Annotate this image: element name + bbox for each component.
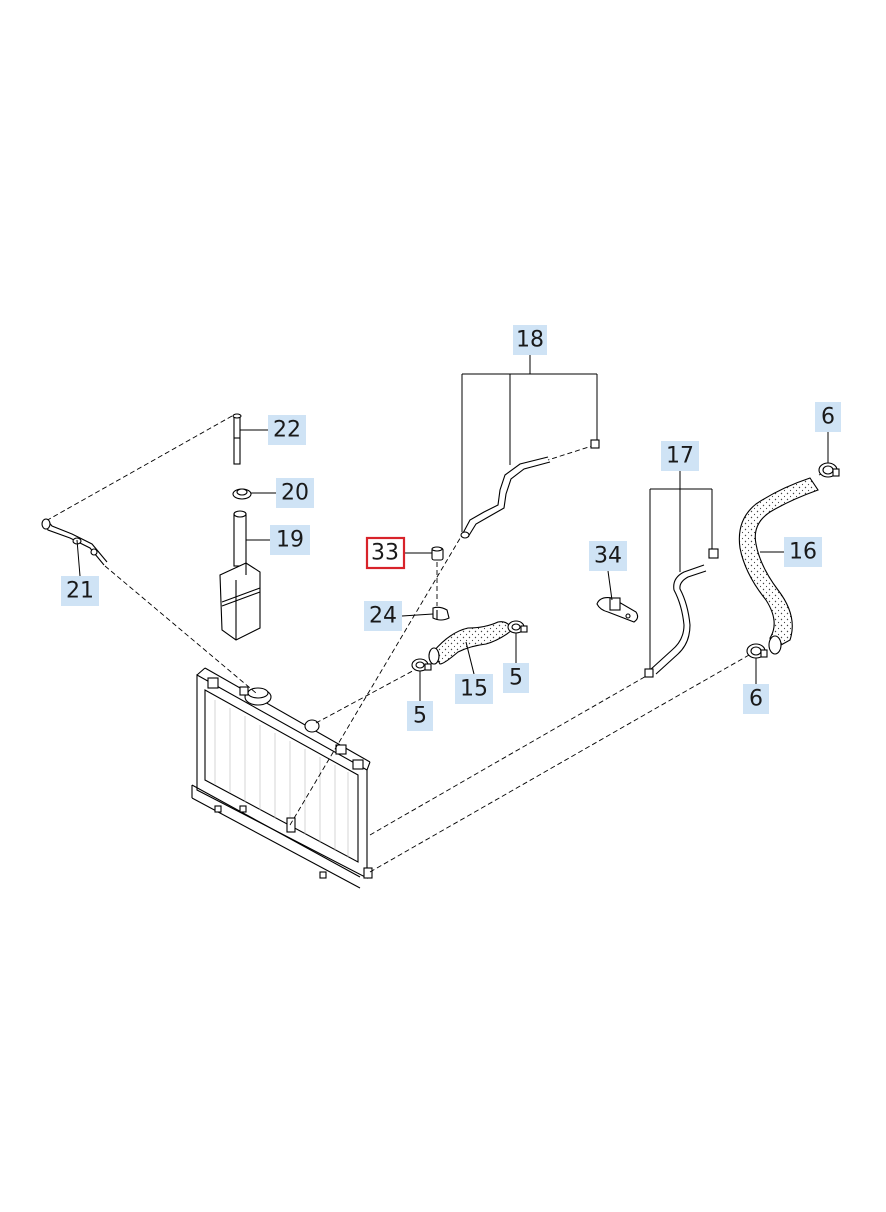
bypass-hose bbox=[460, 439, 600, 539]
reservoir-cap bbox=[232, 488, 252, 500]
leader-lines bbox=[76, 355, 829, 701]
callout-18[interactable]: 18 bbox=[513, 325, 547, 355]
callout-24-label: 24 bbox=[369, 604, 397, 629]
callout-34-label: 34 bbox=[594, 544, 622, 569]
coolant-reservoir bbox=[219, 510, 261, 641]
callout-20[interactable]: 20 bbox=[276, 478, 314, 508]
callout-22[interactable]: 22 bbox=[268, 415, 306, 445]
heater-hose bbox=[644, 548, 719, 678]
callout-6a[interactable]: 6 bbox=[815, 402, 841, 432]
upper-radiator-hose bbox=[428, 621, 513, 665]
callout-33[interactable]: 33 bbox=[365, 536, 406, 570]
callout-17[interactable]: 17 bbox=[661, 441, 699, 471]
callout-16[interactable]: 16 bbox=[784, 537, 822, 567]
callout-20-label: 20 bbox=[281, 481, 309, 506]
callout-6b[interactable]: 6 bbox=[743, 684, 769, 714]
callout-33-label: 33 bbox=[371, 541, 399, 566]
callout-21[interactable]: 21 bbox=[61, 576, 99, 606]
connection-lines bbox=[43, 415, 831, 873]
callout-6b-label: 6 bbox=[749, 687, 763, 712]
callout-19-label: 19 bbox=[276, 528, 304, 553]
callout-34[interactable]: 34 bbox=[589, 541, 627, 571]
callout-21-label: 21 bbox=[66, 579, 94, 604]
callout-16-label: 16 bbox=[789, 540, 817, 565]
hose-bracket bbox=[596, 597, 639, 623]
breather-tube bbox=[232, 413, 242, 465]
callout-15[interactable]: 15 bbox=[455, 674, 493, 704]
callout-5b-label: 5 bbox=[509, 666, 523, 691]
callout-18-label: 18 bbox=[516, 328, 544, 353]
hose-clamp-6a bbox=[818, 462, 840, 478]
radiator bbox=[191, 667, 373, 889]
callout-15-label: 15 bbox=[460, 677, 488, 702]
callout-6a-label: 6 bbox=[821, 405, 835, 430]
overflow-hose bbox=[41, 518, 108, 566]
hose-clamp-5a bbox=[411, 658, 432, 672]
hose-clamp-6b bbox=[746, 643, 768, 659]
clip-part bbox=[432, 606, 450, 621]
callout-5a[interactable]: 5 bbox=[407, 701, 433, 731]
callout-5b[interactable]: 5 bbox=[503, 663, 529, 693]
callout-19[interactable]: 19 bbox=[270, 525, 310, 555]
callout-5a-label: 5 bbox=[413, 704, 427, 729]
callout-22-label: 22 bbox=[273, 418, 301, 443]
plug-part bbox=[431, 546, 444, 561]
callout-17-label: 17 bbox=[666, 444, 694, 469]
lower-radiator-hose bbox=[738, 477, 819, 655]
hose-clamp-5b bbox=[507, 620, 528, 634]
callout-24[interactable]: 24 bbox=[364, 601, 402, 631]
